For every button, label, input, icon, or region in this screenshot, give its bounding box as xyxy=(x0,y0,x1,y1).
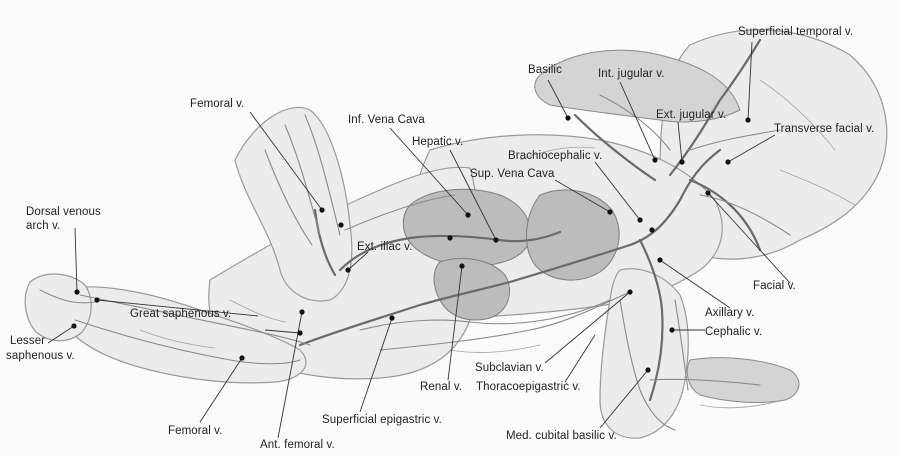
label-sup-vena-cava: Sup. Vena Cava xyxy=(470,168,555,181)
label-dorsal-venous-line1: Dorsal venous xyxy=(26,206,101,219)
label-lesser-saphenous-line2: saphenous v. xyxy=(6,350,75,363)
label-superficial-temporal-v: Superficial temporal v. xyxy=(738,26,853,39)
label-renal-v: Renal v. xyxy=(420,381,462,394)
label-femoral-v-top: Femoral v. xyxy=(190,98,244,111)
label-axillary-v: Axillary v. xyxy=(705,307,754,320)
label-superficial-epigastric-v: Superficial epigastric v. xyxy=(322,414,442,427)
label-thoracoepigastric-v: Thoracoepigastric v. xyxy=(476,381,581,394)
label-inf-vena-cava: Inf. Vena Cava xyxy=(348,114,425,127)
label-femoral-v-bottom: Femoral v. xyxy=(168,425,222,438)
label-ext-iliac-v: Ext. iliac v. xyxy=(357,241,412,254)
label-basilic: Basilic xyxy=(528,64,562,77)
label-facial-v: Facial v. xyxy=(753,280,796,293)
label-cephalic-v: Cephalic v. xyxy=(705,326,762,339)
label-subclavian-v: Subclavian v. xyxy=(475,362,544,375)
label-hepatic-v: Hepatic v. xyxy=(412,136,463,149)
label-ant-femoral-v: Ant. femoral v. xyxy=(260,439,335,452)
label-lesser-line1: Lesser xyxy=(10,335,45,348)
label-brachiocephalic-v: Brachiocephalic v. xyxy=(508,150,602,163)
label-great-saphenous-v: Great saphenous v. xyxy=(130,308,231,321)
heart-lung-shape xyxy=(526,190,619,280)
label-int-jugular-v: Int. jugular v. xyxy=(598,68,665,81)
label-med-cubital-basilic-v: Med. cubital basilic v. xyxy=(506,430,617,443)
label-transverse-facial-v: Transverse facial v. xyxy=(774,123,874,136)
label-ext-jugular-v: Ext. jugular v. xyxy=(656,109,726,122)
label-dorsal-venous-line2: arch v. xyxy=(26,220,60,233)
